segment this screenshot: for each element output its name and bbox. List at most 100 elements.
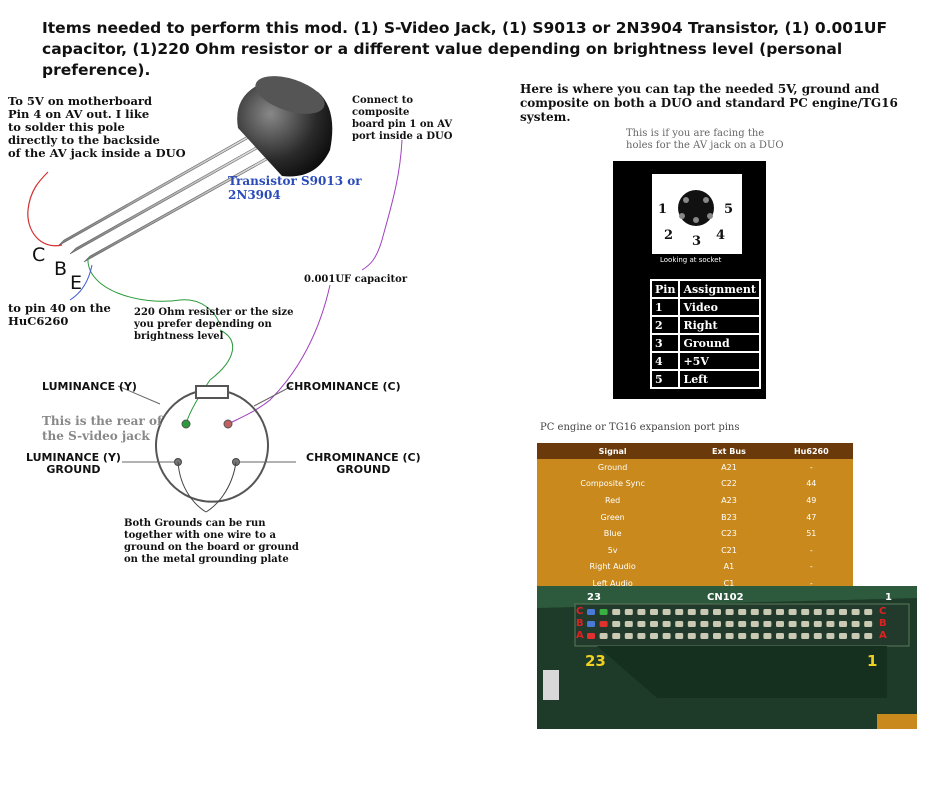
green-wire-resistor <box>185 329 234 425</box>
connector-pin <box>599 621 608 627</box>
connector-pin <box>864 621 873 627</box>
facing-note: This is if you are facing the holes for … <box>626 128 784 151</box>
connector-pin <box>612 621 621 627</box>
jack-pin-2: 2 <box>664 228 674 243</box>
connector-pin <box>624 621 633 627</box>
connector-pin <box>650 621 658 627</box>
connector-pin <box>788 633 797 639</box>
connector-pin <box>864 633 873 639</box>
label-resistor: 220 Ohm resister or the size you prefer … <box>134 307 294 342</box>
connector-pin <box>662 621 671 627</box>
label-chrominance-ground: CHROMINANCE (C) GROUND <box>306 451 421 476</box>
connector-pin <box>687 621 696 627</box>
connector-pin <box>776 633 784 639</box>
svideo-jack-rear <box>117 385 296 513</box>
connector-pin <box>738 609 747 615</box>
connector-pin <box>813 621 822 627</box>
connector-pin <box>801 633 810 639</box>
connector-pin <box>725 609 734 615</box>
jack-pin-4: 4 <box>716 228 726 243</box>
connector-pin <box>864 609 873 615</box>
connector-pin <box>750 633 759 639</box>
connector-pin <box>738 621 747 627</box>
connector-pin <box>624 633 633 639</box>
label-composite: Connect to composite board pin 1 on AV p… <box>352 95 453 142</box>
label-grounds-note: Both Grounds can be run together with on… <box>124 518 299 565</box>
pcb-label-1-bottom: 1 <box>867 652 878 670</box>
connector-pin <box>587 609 595 615</box>
label-pin40: to pin 40 on the HuC6260 <box>8 301 111 328</box>
connector-pin <box>587 621 595 627</box>
pcb-row-labels-right: C B A <box>879 606 887 641</box>
connector-pin <box>776 609 784 615</box>
connector-pin <box>713 609 721 615</box>
label-pin-c: C <box>32 244 46 266</box>
connector-pin <box>826 633 835 639</box>
connector-pin <box>801 621 810 627</box>
pcb-graphic <box>537 586 917 729</box>
expansion-port-title: PC engine or TG16 expansion port pins <box>540 422 740 433</box>
connector-pin <box>776 621 784 627</box>
connector-pin <box>713 633 721 639</box>
label-pin-b: B <box>54 258 68 280</box>
connector-pin <box>637 633 646 639</box>
connector-pin <box>599 633 608 639</box>
connector-pin <box>612 633 621 639</box>
jack-caption: Looking at socket <box>660 256 722 264</box>
label-pin-e: E <box>70 272 83 294</box>
connector-pin <box>763 621 772 627</box>
connector-pin <box>851 633 860 639</box>
label-capacitor: 0.001UF capacitor <box>304 274 408 285</box>
connector-pin <box>725 633 734 639</box>
connector-pin <box>675 609 684 615</box>
purple-wire-upper <box>361 139 403 271</box>
connector-pin <box>763 609 772 615</box>
pcb-expansion-connector: 23 CN102 1 23 1 C B A C B A <box>537 586 917 729</box>
din-socket-icon <box>678 190 714 226</box>
av-jack-diagram: 1 2 3 4 5 <box>652 174 742 254</box>
connector-pin <box>612 609 621 615</box>
connector-pin <box>788 609 797 615</box>
connector-pin <box>801 609 810 615</box>
jack-pin-5: 5 <box>724 202 734 217</box>
connector-pin <box>839 621 847 627</box>
transistor-body <box>237 76 333 177</box>
blue-wire <box>69 264 93 301</box>
connector-pin <box>813 633 822 639</box>
connector-pin <box>700 609 709 615</box>
connector-pin <box>599 609 608 615</box>
connector-pin <box>687 609 696 615</box>
connector-pin <box>826 621 835 627</box>
transistor-legs <box>57 119 299 263</box>
pcb-label-23-bottom: 23 <box>585 652 606 670</box>
label-5v: To 5V on motherboard Pin 4 on AV out. I … <box>8 94 186 160</box>
pcb-row-labels-left: C B A <box>576 606 584 641</box>
pcb-label-cn102: CN102 <box>707 592 744 603</box>
wiring-diagram <box>27 76 403 513</box>
connector-pin <box>738 633 747 639</box>
connector-pin <box>839 609 847 615</box>
connector-pin <box>813 609 822 615</box>
connector-pin <box>624 609 633 615</box>
label-luminance: LUMINANCE (Y) <box>42 380 137 393</box>
connector-pin <box>750 609 759 615</box>
connector-pin <box>725 621 734 627</box>
connector-pin <box>662 609 671 615</box>
green-wire-e <box>87 257 221 326</box>
jack-pin-3: 3 <box>692 234 702 249</box>
purple-wire-lower <box>227 284 331 425</box>
page-title: Items needed to perform this mod. (1) S-… <box>42 19 888 79</box>
